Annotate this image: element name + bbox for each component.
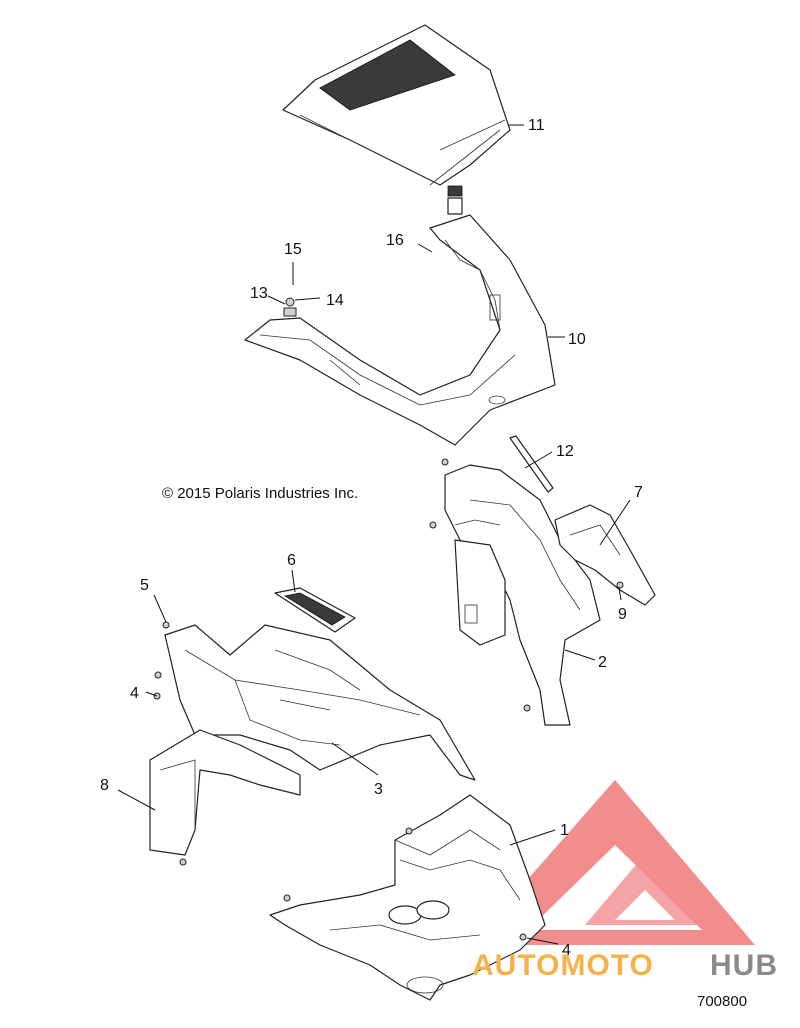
callout-16: 16 [386, 232, 404, 249]
part-1-floor [269, 794, 546, 1001]
callout-4-upper: 4 [130, 685, 139, 702]
callout-11: 11 [528, 117, 545, 134]
callout-15: 15 [284, 241, 302, 258]
callout-2: 2 [598, 654, 607, 671]
watermark-text: AUTOMOTO HUB [472, 949, 778, 982]
part-8-bracket [149, 729, 301, 866]
watermark-text-secondary: HUB [710, 949, 778, 982]
callout-labels: 11 15 16 13 14 10 12 7 6 5 9 2 4 3 8 1 4 [100, 117, 643, 959]
part-2-side-panel [429, 458, 601, 726]
leader-lines [117, 124, 631, 945]
callout-5: 5 [140, 577, 149, 594]
callout-8: 8 [100, 777, 109, 794]
callout-9: 9 [618, 606, 627, 623]
callout-3: 3 [374, 781, 383, 798]
part-6-vent [274, 587, 356, 633]
watermark-text-primary: AUTOMOTO [472, 949, 654, 982]
callout-7: 7 [634, 484, 643, 501]
figure-number: 700800 [697, 993, 747, 1010]
callout-1: 1 [560, 822, 569, 839]
copyright-notice: © 2015 Polaris Industries Inc. [162, 485, 358, 502]
watermark-triangle-hole [615, 890, 675, 920]
callout-6: 6 [287, 552, 296, 569]
callout-12: 12 [556, 443, 574, 460]
callout-14: 14 [326, 292, 344, 309]
callout-4-lower: 4 [562, 942, 571, 959]
part-3-dash [153, 621, 476, 781]
part-7-side-piece [554, 504, 656, 606]
part-10-frame [244, 214, 556, 446]
watermark-logo [470, 780, 755, 945]
callout-13: 13 [250, 285, 268, 302]
callout-10: 10 [568, 331, 586, 348]
part-11-hood [282, 24, 511, 215]
